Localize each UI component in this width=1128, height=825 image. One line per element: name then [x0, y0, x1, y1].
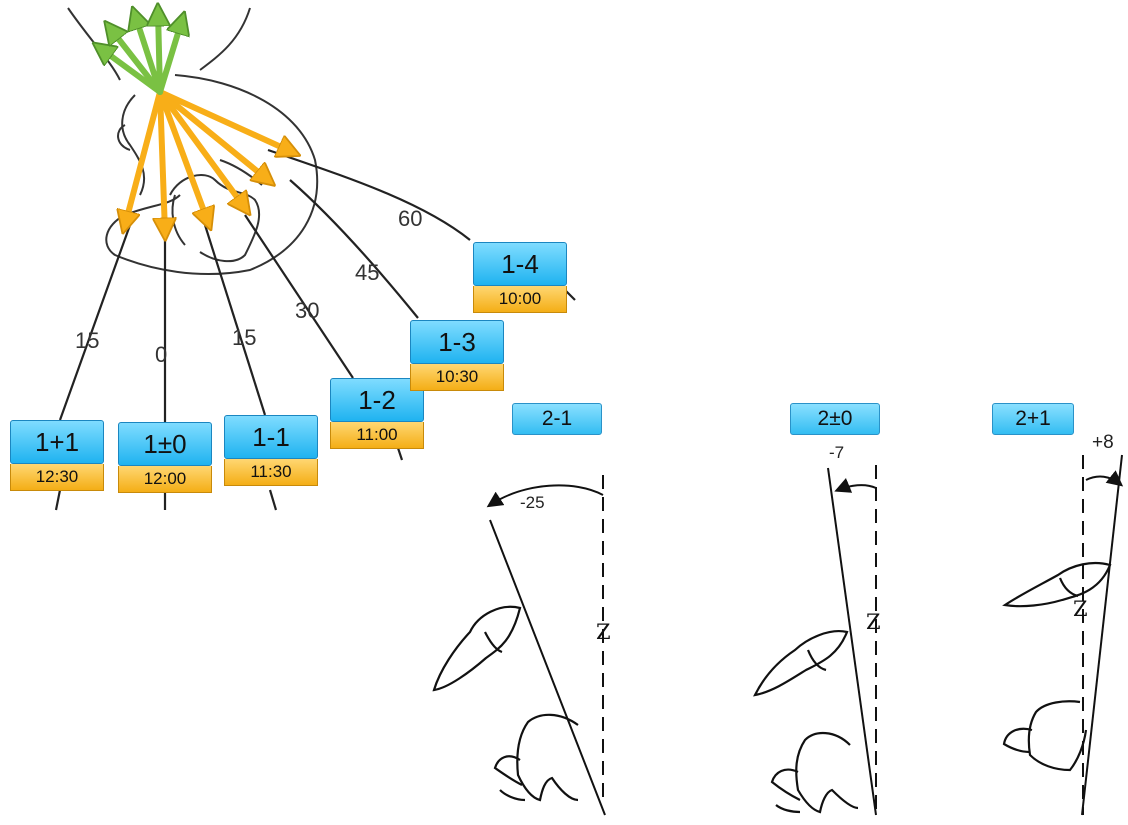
panel-header-2pm0: 2±0 [790, 403, 880, 435]
label-1minus1: 1-1 11:30 [224, 415, 318, 486]
angle-30: 30 [295, 298, 320, 323]
angle-15-right: 15 [232, 325, 257, 350]
label-1minus4: 1-4 10:00 [473, 242, 567, 313]
label-code: 1-3 [410, 320, 504, 364]
label-code: 1-4 [473, 242, 567, 286]
panel-angle-minus25: -25 [520, 493, 545, 512]
label-1minus3: 1-3 10:30 [410, 320, 504, 391]
panel-header-2minus1: 2-1 [512, 403, 602, 435]
panel-header-2plus1: 2+1 [992, 403, 1074, 435]
panel-2-1-lines [486, 475, 606, 816]
projection-lines [54, 148, 576, 511]
label-time: 12:00 [118, 466, 212, 493]
axis-z-label: Z [1073, 597, 1088, 621]
orange-arrows [125, 89, 292, 232]
label-time: 10:30 [410, 364, 504, 391]
label-code: 1-2 [330, 378, 424, 422]
panel-2-1b-lines [1081, 454, 1124, 816]
label-code: 1±0 [118, 422, 212, 466]
label-code: 1-1 [224, 415, 318, 459]
panel-angle-plus8: +8 [1092, 432, 1114, 453]
label-1plus1: 1+1 12:30 [10, 420, 104, 491]
label-1minus2: 1-2 11:00 [330, 378, 424, 449]
angle-60: 60 [398, 206, 423, 231]
angle-45: 45 [355, 260, 380, 285]
angle-15-left: 15 [75, 328, 100, 353]
axis-z-label: Z [866, 610, 881, 634]
green-arrows [100, 12, 182, 95]
label-code: 1+1 [10, 420, 104, 464]
label-time: 12:30 [10, 464, 104, 491]
label-time: 11:00 [330, 422, 424, 449]
label-1pm0: 1±0 12:00 [118, 422, 212, 493]
axis-z-label: Z [596, 620, 611, 644]
label-time: 10:00 [473, 286, 567, 313]
angle-0: 0 [155, 342, 168, 367]
teeth-sketches [432, 561, 1112, 814]
label-time: 11:30 [224, 459, 318, 486]
panel-2-0-lines [827, 465, 877, 816]
panel-angle-minus7: -7 [829, 443, 845, 462]
